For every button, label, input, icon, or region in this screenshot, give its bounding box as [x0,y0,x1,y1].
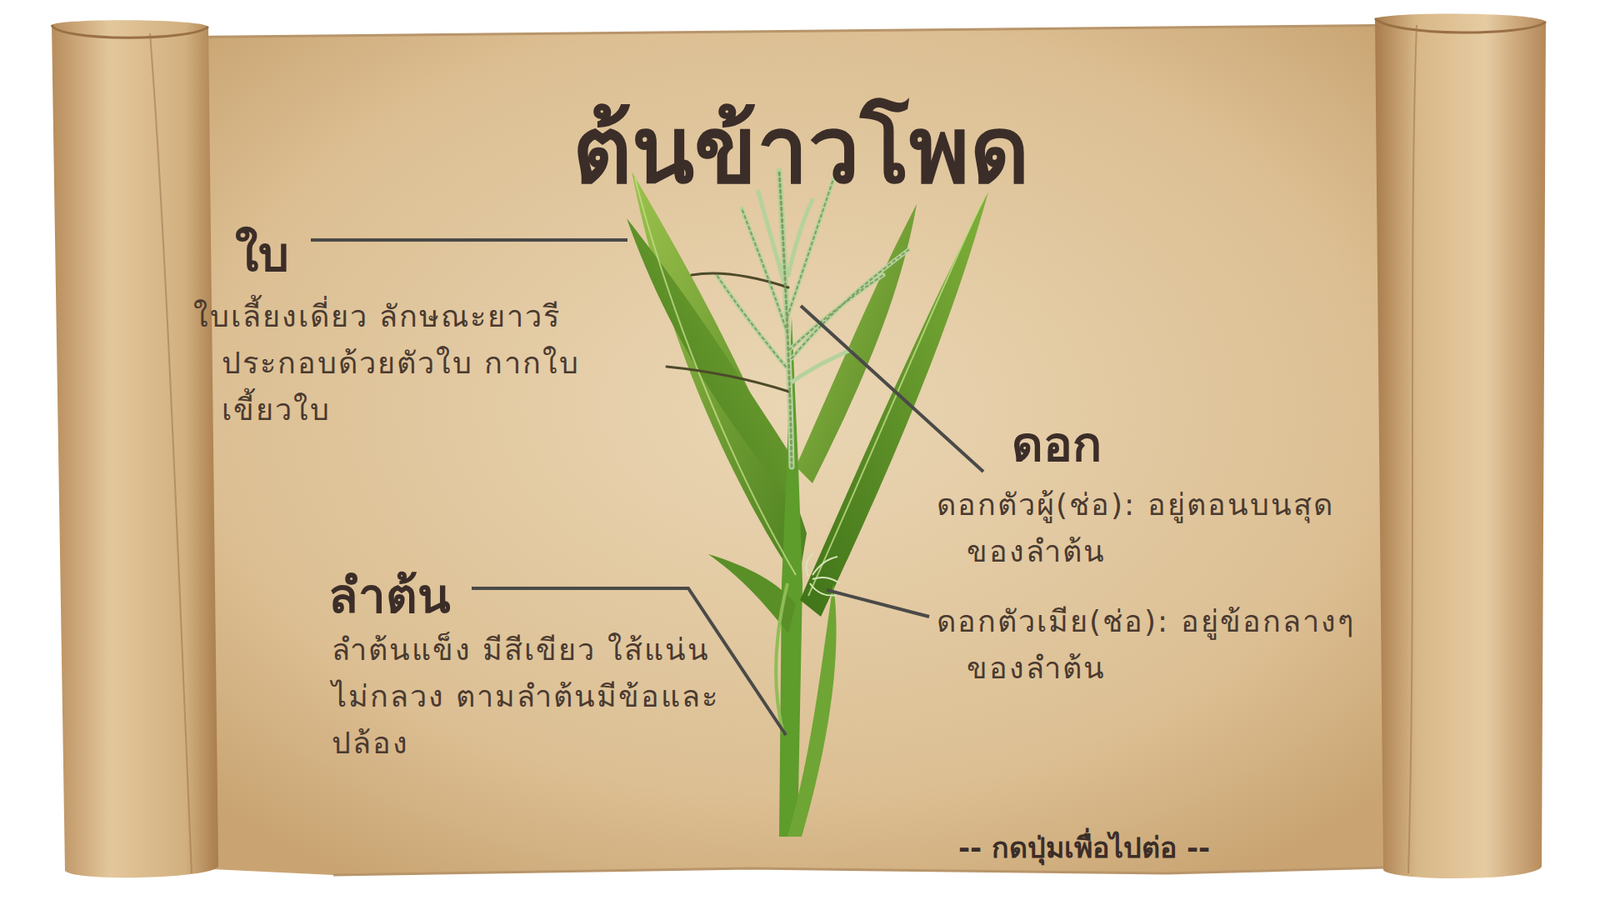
continue-hint: -- กดปุ่มเพื่อไปต่อ -- [958,825,1210,870]
part-heading: ดอก [1011,405,1102,483]
part-description: ใบเลี้ยงเดี่ยว ลักษณะยาวรี ประกอบด้วยตัว… [193,293,660,433]
diagram-title: ต้นข้าวโพด [572,76,1030,222]
part-heading: ลำต้น [328,556,451,635]
part-description: ลำต้นแข็ง มีสีเขียว ใส้แน่นไม่กลวง ตามลำ… [331,626,724,766]
part-description: ดอกตัวผู้(ช่อ): อยู่ตอนบนสุดของลำต้น [936,481,1370,575]
part-description: ดอกตัวเมีย(ช่อ): อยู่ข้อกลางๆของลำต้น [936,598,1370,692]
part-heading: ใบ [235,215,290,293]
